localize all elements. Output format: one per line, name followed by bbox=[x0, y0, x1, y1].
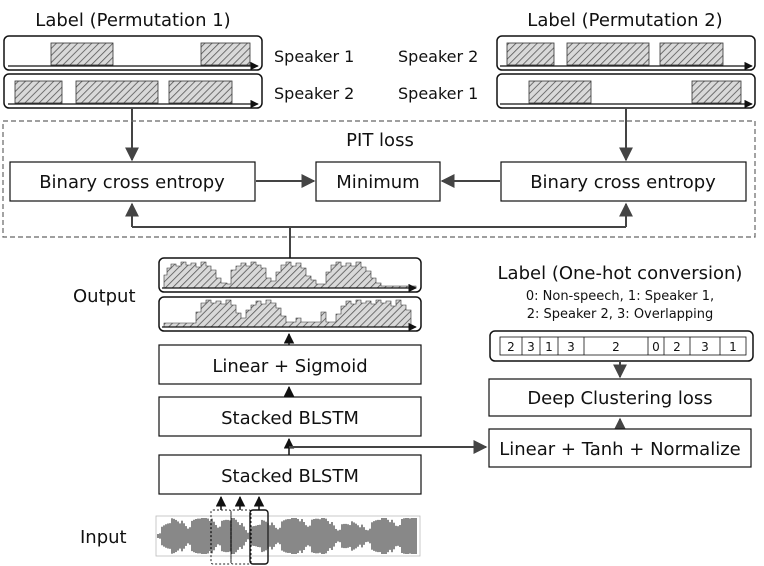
input-window-2 bbox=[230, 509, 252, 565]
perm2-row1-label: Speaker 2 bbox=[398, 47, 478, 66]
blstm-bottom-label: Stacked BLSTM bbox=[221, 466, 359, 487]
minimum-label: Minimum bbox=[336, 172, 419, 193]
onehot-legend-2: 2: Speaker 2, 3: Overlapping bbox=[527, 307, 714, 322]
onehot-cell: 2 bbox=[612, 340, 620, 354]
blstm-top-label: Stacked BLSTM bbox=[221, 408, 359, 429]
output-track-1 bbox=[158, 257, 422, 293]
perm1-track-speaker1 bbox=[3, 35, 263, 71]
bce-right-label: Binary cross entropy bbox=[530, 172, 716, 193]
bce-right-box bbox=[500, 161, 747, 202]
input-window-3 bbox=[249, 509, 269, 565]
onehot-cell: 0 bbox=[652, 340, 660, 354]
onehot-cell: 2 bbox=[673, 340, 681, 354]
dc-loss-box bbox=[488, 378, 752, 417]
onehot-cell: 3 bbox=[701, 340, 709, 354]
bce-left-box bbox=[9, 161, 256, 202]
bce-left-label: Binary cross entropy bbox=[39, 172, 225, 193]
pit-loss-title: PIT loss bbox=[346, 130, 414, 151]
input-window-1 bbox=[210, 509, 232, 565]
linear-tanh-box bbox=[488, 428, 752, 468]
perm1-row2-label: Speaker 2 bbox=[274, 84, 354, 103]
onehot-title: Label (One-hot conversion) bbox=[498, 263, 743, 284]
perm2-track-speaker2 bbox=[496, 35, 756, 71]
linear-tanh-label: Linear + Tanh + Normalize bbox=[499, 439, 741, 460]
blstm-top-box bbox=[158, 396, 422, 437]
output-track-2 bbox=[158, 296, 422, 332]
input-waveform bbox=[155, 515, 421, 557]
output-to-bce-connector bbox=[125, 202, 633, 258]
perm1-title: Label (Permutation 1) bbox=[35, 10, 230, 31]
output-label: Output bbox=[73, 286, 136, 307]
perm2-track-speaker1 bbox=[496, 73, 756, 109]
dc-loss-label: Deep Clustering loss bbox=[527, 388, 712, 409]
perm1-row1-label: Speaker 1 bbox=[274, 47, 354, 66]
perm2-title: Label (Permutation 2) bbox=[527, 10, 722, 31]
onehot-cell: 3 bbox=[567, 340, 575, 354]
minimum-box bbox=[315, 161, 441, 202]
onehot-cell: 2 bbox=[507, 340, 515, 354]
linear-sigmoid-box bbox=[158, 344, 422, 385]
onehot-cell: 3 bbox=[527, 340, 535, 354]
linear-sigmoid-label: Linear + Sigmoid bbox=[212, 356, 367, 377]
onehot-legend-1: 0: Non-speech, 1: Speaker 1, bbox=[526, 289, 714, 304]
onehot-cell: 1 bbox=[729, 340, 737, 354]
perm1-track-speaker2 bbox=[3, 73, 263, 109]
pit-loss-region bbox=[2, 120, 756, 238]
blstm-bottom-box bbox=[158, 454, 422, 495]
perm2-row2-label: Speaker 1 bbox=[398, 84, 478, 103]
onehot-cell: 1 bbox=[545, 340, 553, 354]
input-label: Input bbox=[80, 527, 127, 548]
